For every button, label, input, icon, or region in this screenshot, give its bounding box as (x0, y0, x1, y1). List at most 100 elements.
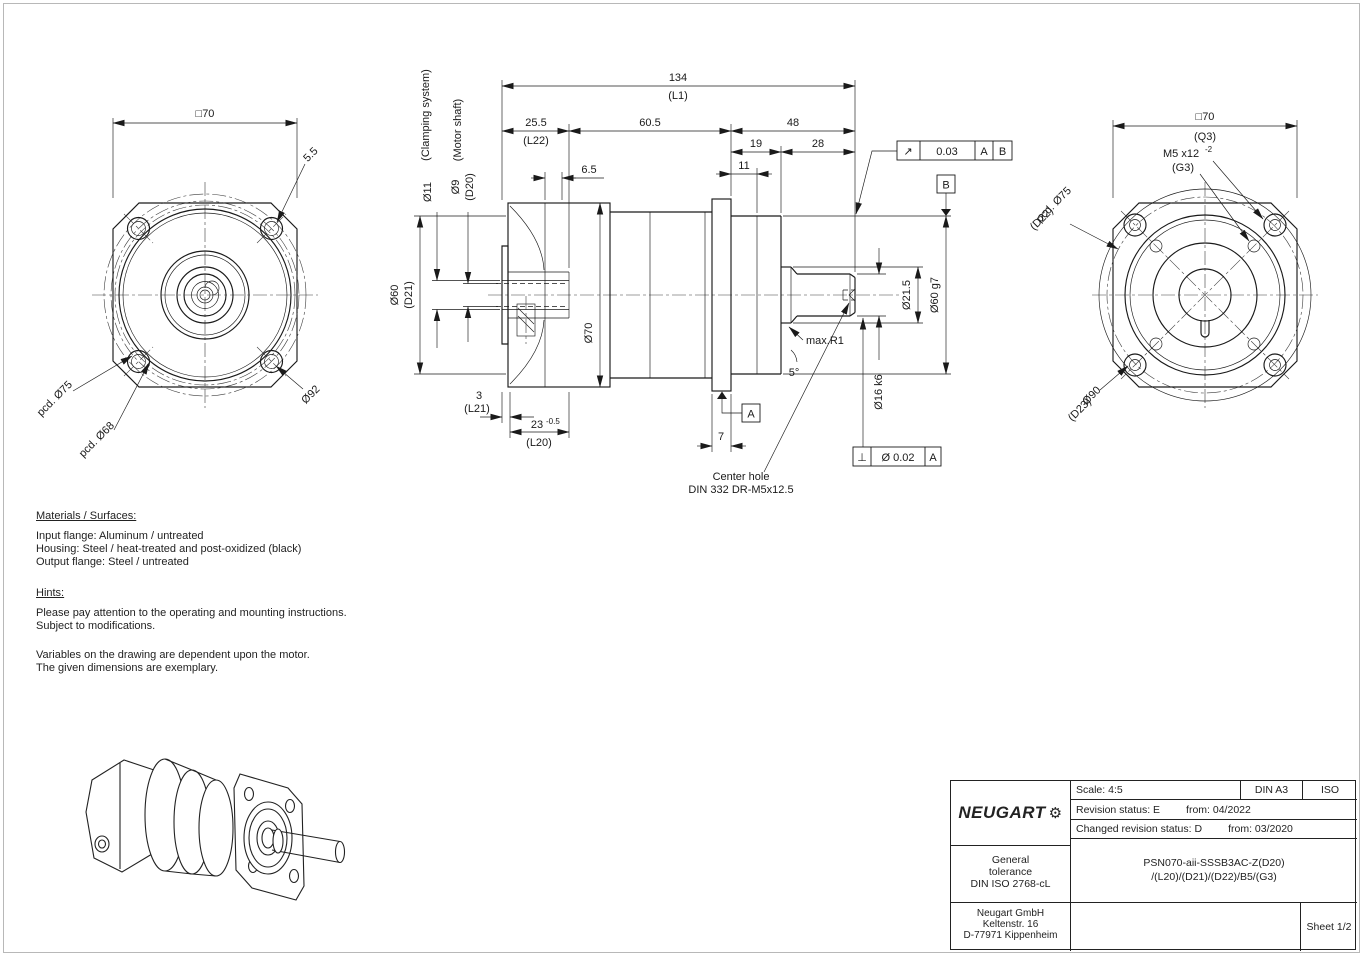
side-output-flange (711, 198, 782, 392)
materials-line: Output flange: Steel / untreated (36, 556, 189, 568)
rear-centerlines (1092, 182, 1318, 408)
materials-heading: Materials / Surfaces: (36, 510, 137, 522)
din-cell: DIN A3 (1241, 781, 1303, 800)
changed-revision-status-label: Changed revision status: D (1076, 823, 1203, 835)
front-view: □70 5.5 pcd. Ø75 pcd. Ø68 Ø92 (35, 108, 323, 460)
tolerance-line: DIN ISO 2768-cL (970, 878, 1051, 890)
side-dim-dia16k6: Ø16 k6 (857, 248, 886, 410)
company-name: Neugart GmbH (976, 908, 1045, 919)
part-number-cell: PSN070-aii-SSSB3AC-Z(D20) /(L20)/(D21)/(… (1071, 839, 1357, 903)
tolerance-cell: General tolerance DIN ISO 2768-cL (951, 846, 1071, 903)
scale-cell: Scale: 4:5 (1071, 781, 1241, 800)
hints-line: Variables on the drawing are dependent u… (36, 649, 310, 661)
isometric-view (85, 758, 346, 901)
datum-a: A (717, 391, 761, 423)
motor-shaft-label: (Motor shaft) (452, 99, 464, 161)
front-label-dia92: Ø92 (275, 365, 322, 406)
part-number-line1: PSN070-aii-SSSB3AC-Z(D20) (1143, 857, 1285, 869)
front-dim-hole55: 5.5 (276, 145, 321, 223)
dim-28-label: 28 (812, 138, 824, 150)
front-hole-dim-label: 5.5 (301, 145, 320, 164)
dim-3-label: 3 (476, 390, 482, 402)
dia11-label: Ø11 (422, 182, 434, 202)
side-dim-dia9: Ø9 (D20) (450, 173, 498, 342)
revision-status-label: Revision status: E (1076, 803, 1161, 816)
center-hole-note-line1: Center hole (713, 471, 770, 483)
side-note-maxr1: max.R1 (788, 326, 844, 347)
dim-255-label: 25.5 (525, 117, 546, 129)
side-note-center-hole: Center hole DIN 332 DR-M5x12.5 (688, 302, 850, 496)
dim-19-label: 19 (750, 138, 762, 150)
iso-shaft-collar (272, 828, 284, 854)
perp-symbol-icon: ⊥ (857, 452, 867, 464)
ref-l20-label: (L20) (526, 437, 552, 449)
side-dim-angle: 5° (789, 349, 799, 379)
side-dim-23-l20: 23 -0.5 (L20) (509, 392, 570, 449)
hints-heading: Hints: (36, 587, 65, 599)
dim-7-label: 7 (718, 431, 724, 443)
dia60-label: Ø60 (389, 285, 401, 306)
maxr1-label: max.R1 (806, 335, 844, 347)
sheet-number-label: Sheet 1/2 (1306, 921, 1352, 933)
hints-line: Subject to modifications. (36, 620, 156, 632)
dim-23-label: 23 (531, 419, 543, 431)
revision-row: Revision status: E from: 04/2022 (1071, 800, 1357, 820)
runout-datum2-label: B (999, 146, 1006, 158)
dia215-label: Ø21.5 (901, 280, 913, 310)
dim-23-tolerance: -0.5 (546, 417, 560, 426)
dia60g7-label: Ø60 g7 (929, 277, 941, 313)
tolerance-line: tolerance (988, 866, 1033, 878)
rear-thread-callout: M5 x12 -2 (G3) (1163, 145, 1264, 242)
fcf-perpendicularity: ⊥ Ø 0.02 A (852, 317, 942, 467)
front-pcd75-label: pcd. Ø75 (35, 379, 75, 419)
hints-line: Please pay attention to the operating an… (36, 607, 347, 619)
side-dim-dia215: Ø21.5 (793, 266, 923, 324)
thread-label: M5 x12 (1163, 148, 1199, 160)
clamping-system-label: (Clamping system) (420, 69, 432, 161)
part-number-line2: /(L20)/(D21)/(D22)/B5/(G3) (1151, 871, 1277, 883)
iso-cell: ISO (1303, 781, 1357, 800)
rear-view: □70 (Q3) M5 x12 -2 (G3) pcd. Ø75 (D22) Ø… (1028, 111, 1318, 424)
dim-11-label: 11 (738, 160, 749, 172)
rear-circles (1106, 196, 1304, 394)
logo-cell: NEUGART ⚙ (951, 781, 1071, 846)
side-dim-row3: 19 28 (730, 138, 856, 213)
side-dim-dia60g7: Ø60 g7 (783, 215, 951, 375)
front-dim-square70: □70 (112, 108, 298, 198)
ref-l22-label: (L22) (523, 135, 549, 147)
side-dim-3-l21: 3 (L21) (464, 390, 534, 423)
iso-shaft-end (334, 840, 346, 864)
materials-line: Housing: Steel / heat-treated and post-o… (36, 543, 302, 555)
ref-d21-label: (D21) (403, 281, 415, 309)
datum-b-label: B (942, 180, 949, 192)
revision-date-label: from: 04/2022 (1186, 803, 1251, 816)
side-dim-65: 6.5 (531, 164, 604, 200)
ref-g3-label: (G3) (1172, 162, 1194, 174)
sheet-cell: Sheet 1/2 (1301, 903, 1357, 951)
dim-65-label: 6.5 (581, 164, 596, 176)
side-dim-dia60-d21: Ø60 (D21) (389, 215, 506, 375)
materials-section: Materials / Surfaces: Input flange: Alum… (36, 510, 301, 569)
scale-label: Scale: 4:5 (1076, 784, 1123, 796)
changed-revision-row: Changed revision status: D from: 03/2020 (1071, 820, 1357, 839)
changed-revision-date-label: from: 03/2020 (1228, 823, 1293, 835)
iso-label: ISO (1320, 784, 1340, 796)
ref-l21-label: (L21) (464, 403, 490, 415)
side-dim-dia70: Ø70 (583, 202, 604, 388)
title-block: NEUGART ⚙ Scale: 4:5 DIN A3 ISO Revision… (950, 780, 1357, 951)
runout-value-label: 0.03 (936, 146, 957, 158)
rear-flange-outline (1112, 202, 1298, 388)
perp-value-label: Ø 0.02 (881, 452, 914, 464)
dim-48-label: 48 (787, 117, 799, 129)
materials-line: Input flange: Aluminum / untreated (36, 530, 204, 542)
datum-a-label: A (747, 409, 755, 421)
runout-symbol-icon: ↗ (903, 146, 912, 158)
neugart-logo: NEUGART (958, 803, 1046, 822)
front-dia92-label: Ø92 (299, 383, 322, 406)
rear-square-dim-label: □70 (1196, 111, 1215, 123)
thread-tolerance: -2 (1205, 145, 1213, 154)
company-city: D-77971 Kippenheim (963, 930, 1058, 941)
din-format-label: DIN A3 (1254, 784, 1289, 796)
side-input-flange (496, 202, 611, 388)
dim-134-label: 134 (669, 72, 687, 84)
